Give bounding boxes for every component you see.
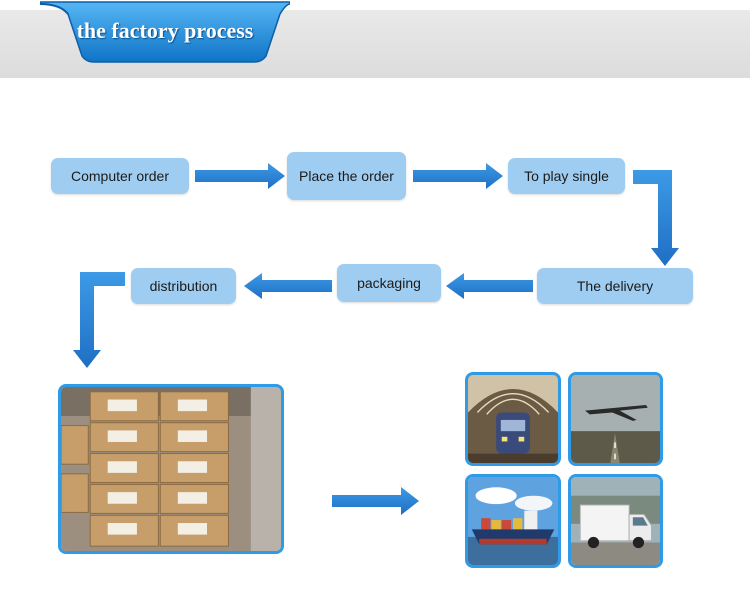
arrow-elbow-down-left	[73, 272, 125, 368]
airplane-photo	[568, 372, 663, 466]
step-to-play-single: To play single	[508, 158, 625, 194]
arrow-left-1	[446, 273, 533, 299]
step-the-delivery: The delivery	[537, 268, 693, 304]
step-place-the-order: Place the order	[287, 152, 406, 200]
arrow-right-3	[332, 487, 419, 515]
stacked-cartons-photo	[58, 384, 284, 554]
step-packaging: packaging	[337, 264, 441, 302]
truck-photo	[568, 474, 663, 568]
arrow-left-2	[244, 273, 332, 299]
train-photo	[465, 372, 561, 466]
step-distribution: distribution	[131, 268, 236, 304]
page-title: the factory process	[76, 18, 254, 43]
step-computer-order: Computer order	[51, 158, 189, 194]
arrow-elbow-down	[633, 170, 679, 266]
cargo-ship-photo	[465, 474, 561, 568]
arrow-right-2	[413, 163, 503, 189]
title-ribbon	[40, 1, 290, 63]
arrow-right-1	[195, 163, 285, 189]
